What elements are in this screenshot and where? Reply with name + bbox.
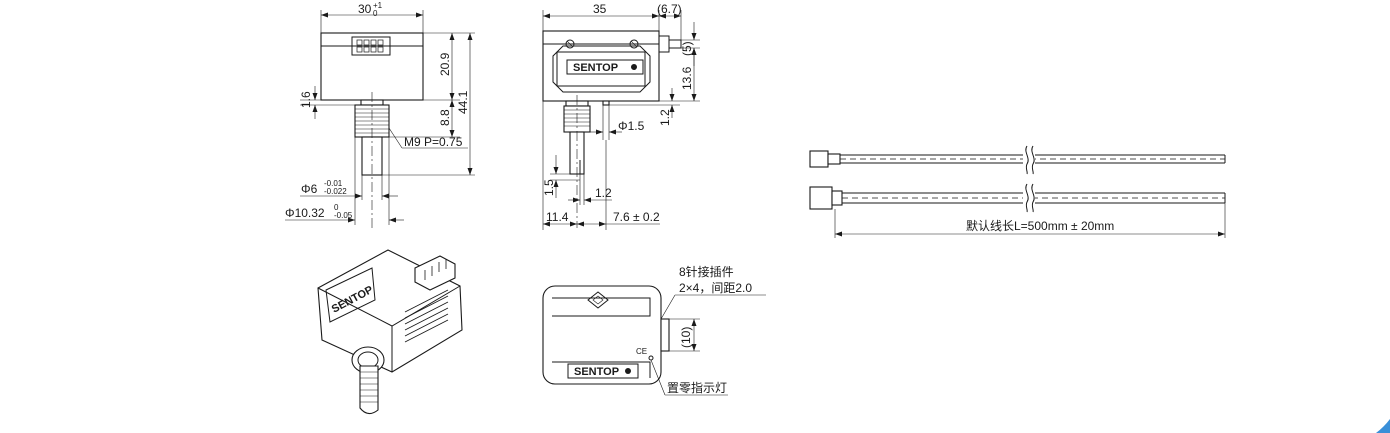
side-led-pos: 7.6 ± 0.2	[613, 210, 660, 224]
side-label-plate	[556, 51, 646, 87]
cable-view: 默认线长L=500mm ± 20mm	[809, 145, 1226, 238]
cable-connector-8pin	[809, 186, 833, 210]
rear-view: SENTOP CE (10) 8针接插件 2×4，间距2.0 置零指示灯	[542, 264, 766, 396]
front-height-body: 20.9	[438, 52, 452, 76]
side-conn-pos: 13.6	[680, 66, 694, 90]
front-view: 30 +1 0 20.9 8.8 44.1 1.6 M9 P=0.75 Φ6 -…	[285, 1, 475, 230]
side-flat-len: 1.5	[542, 179, 556, 196]
corner-accent	[1376, 419, 1390, 433]
front-shaft-len: 8.8	[438, 109, 452, 126]
side-conn-h: (5)	[680, 41, 694, 56]
rear-connector-note-2: 2×4，间距2.0	[679, 281, 752, 295]
side-conn-offset: (6.7)	[657, 2, 682, 16]
front-height-total: 44.1	[456, 90, 470, 114]
side-led-dia: Φ1.5	[618, 119, 645, 133]
rear-ce-mark: CE	[636, 347, 647, 356]
cable-connector-2pin	[809, 150, 829, 168]
front-shaft-dia: Φ6	[301, 182, 318, 196]
rear-connector-size: (10)	[679, 327, 693, 348]
front-shaft-dia-upper: -0.01	[324, 179, 343, 188]
cable-length-note: 默认线长L=500mm ± 20mm	[966, 218, 1114, 233]
side-body	[542, 30, 660, 102]
front-connector	[351, 36, 391, 56]
rear-brand: SENTOP	[574, 366, 619, 378]
front-width-label: 30	[358, 2, 372, 16]
side-shaft-pos: 11.4	[546, 210, 569, 224]
front-boss-dia: Φ10.32	[285, 206, 325, 220]
front-boss-dia-lower: -0.05	[334, 211, 353, 220]
side-width-label: 35	[593, 2, 607, 16]
side-view: SENTOP 35 (6.7) (5)	[542, 2, 700, 230]
front-shaft-dia-lower: -0.022	[324, 187, 347, 196]
front-collar: 1.6	[299, 91, 313, 108]
front-boss-dia-upper: 0	[334, 203, 339, 212]
side-brand: SENTOP	[573, 62, 618, 74]
front-width-tol-upper: +1	[373, 1, 383, 10]
rear-led-note: 置零指示灯	[667, 380, 727, 395]
front-body	[320, 32, 424, 101]
front-width-tol-lower: 0	[373, 9, 378, 18]
side-flat-w: 1.2	[595, 186, 612, 200]
front-thread-label: M9 P=0.75	[404, 135, 463, 149]
isometric-view: SENTOP	[317, 249, 463, 415]
rear-connector-note-1: 8针接插件	[679, 264, 734, 279]
side-led-off: 1.2	[658, 109, 672, 126]
